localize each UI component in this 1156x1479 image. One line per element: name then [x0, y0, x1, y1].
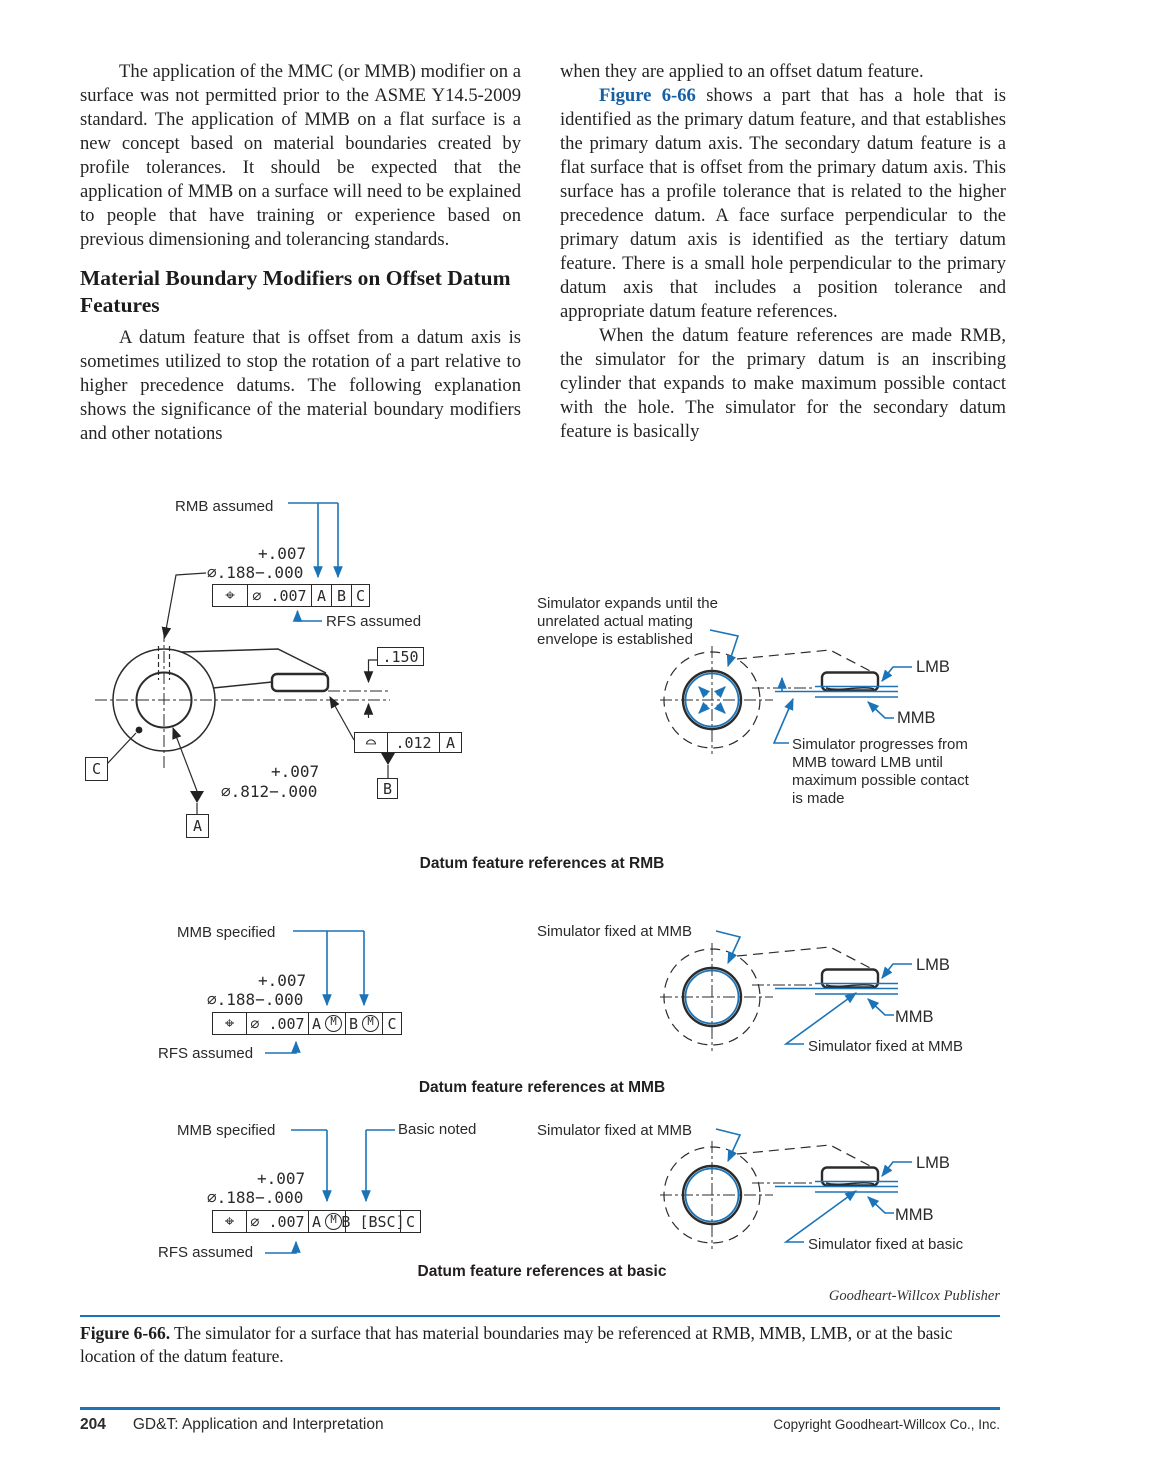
page-footer: 204 GD&T: Application and Interpretation…	[80, 1416, 1000, 1434]
label-rfs-assumed: RFS assumed	[158, 1045, 254, 1062]
label-simulator-fixed-top: Simulator fixed at MMB	[537, 923, 693, 940]
datum-box-b: B	[377, 778, 398, 799]
note-simulator-expands: Simulator expands until the unrelated ac…	[537, 595, 718, 648]
label-rfs-assumed: RFS assumed	[326, 613, 422, 630]
label-mmb-specified: MMB specified	[177, 924, 276, 941]
dim-hole-upper-tol: +.007	[258, 971, 307, 990]
figure-caption-text: The simulator for a surface that has mat…	[80, 1323, 953, 1366]
paragraph: A datum feature that is offset from a da…	[80, 327, 521, 444]
label-simulator-fixed-bottom: Simulator fixed at MMB	[808, 1038, 964, 1055]
label-rmb-assumed: RMB assumed	[175, 498, 274, 515]
page-number: 204	[80, 1416, 106, 1433]
subcaption-rmb: Datum feature references at RMB	[419, 855, 665, 872]
label-mmb: MMB	[895, 1206, 934, 1224]
position-symbol: ⌖	[225, 585, 235, 606]
paragraph: The application of the MMC (or MMB) modi…	[80, 61, 521, 250]
paragraph: Figure 6-66 shows a part that has a hole…	[560, 84, 1006, 324]
figure-reference-link[interactable]: Figure 6-66	[599, 85, 696, 106]
caption-rule	[80, 1315, 1000, 1317]
label-lmb: LMB	[916, 956, 950, 974]
book-title: GD&T: Application and Interpretation	[132, 1416, 384, 1433]
copyright-notice: Copyright Goodheart-Willcox Co., Inc.	[773, 1417, 1000, 1432]
label-mmb-specified: MMB specified	[177, 1122, 276, 1139]
figure-caption: Figure 6-66. The simulator for a surface…	[80, 1322, 1000, 1368]
section-heading: Material Boundary Modifiers on Offset Da…	[80, 266, 511, 317]
paragraph: when they are applied to an offset datum…	[560, 61, 924, 82]
body-column-left: The application of the MMC (or MMB) modi…	[80, 60, 521, 446]
figure-caption-number: Figure 6-66.	[80, 1323, 171, 1343]
datum-box-a: A	[186, 814, 209, 838]
dim-hole-upper-tol: +.007	[257, 1169, 306, 1188]
feature-control-frame-rmb: ⌖ ⌀ .007 A B C	[212, 584, 370, 607]
footer-rule	[80, 1407, 1000, 1410]
dim-datum-hole-size: ⌀.812−.000	[221, 782, 318, 801]
subcaption-mmb: Datum feature references at MMB	[418, 1079, 666, 1096]
paragraph-text: shows a part that has a hole that is ide…	[560, 85, 1006, 322]
label-basic-noted: Basic noted	[398, 1121, 477, 1138]
datum-box-c: C	[85, 757, 108, 781]
position-symbol: ⌖	[224, 1013, 235, 1034]
position-symbol: ⌖	[224, 1211, 235, 1232]
label-simulator-fixed-top: Simulator fixed at MMB	[537, 1122, 693, 1139]
publisher-credit: Goodheart-Willcox Publisher	[828, 1288, 1000, 1304]
profile-surface-symbol: ⌓	[365, 732, 377, 753]
label-mmb: MMB	[897, 709, 936, 727]
dim-datum-hole-upper-tol: +.007	[271, 762, 320, 781]
dim-hole-size: ⌀.188−.000	[207, 1188, 304, 1207]
dim-hole-upper-tol: +.007	[258, 544, 307, 563]
subcaption-basic: Datum feature references at basic	[417, 1263, 667, 1280]
dim-hole-size: ⌀.188−.000	[207, 990, 304, 1009]
label-lmb: LMB	[916, 1154, 950, 1172]
dim-hole-size: ⌀.188−.000	[207, 563, 304, 582]
label-mmb: MMB	[895, 1008, 934, 1026]
paragraph: When the datum feature references are ma…	[560, 325, 1006, 442]
basic-dim-150: .150	[377, 647, 424, 666]
profile-feature-control-frame: ⌓ .012 A	[354, 732, 462, 753]
body-column-right: when they are applied to an offset datum…	[560, 60, 1006, 444]
note-simulator-progresses: Simulator progresses from MMB toward LMB…	[792, 736, 969, 807]
label-lmb: LMB	[916, 658, 950, 676]
label-simulator-fixed-basic: Simulator fixed at basic	[808, 1236, 964, 1253]
label-rfs-assumed: RFS assumed	[158, 1244, 254, 1261]
